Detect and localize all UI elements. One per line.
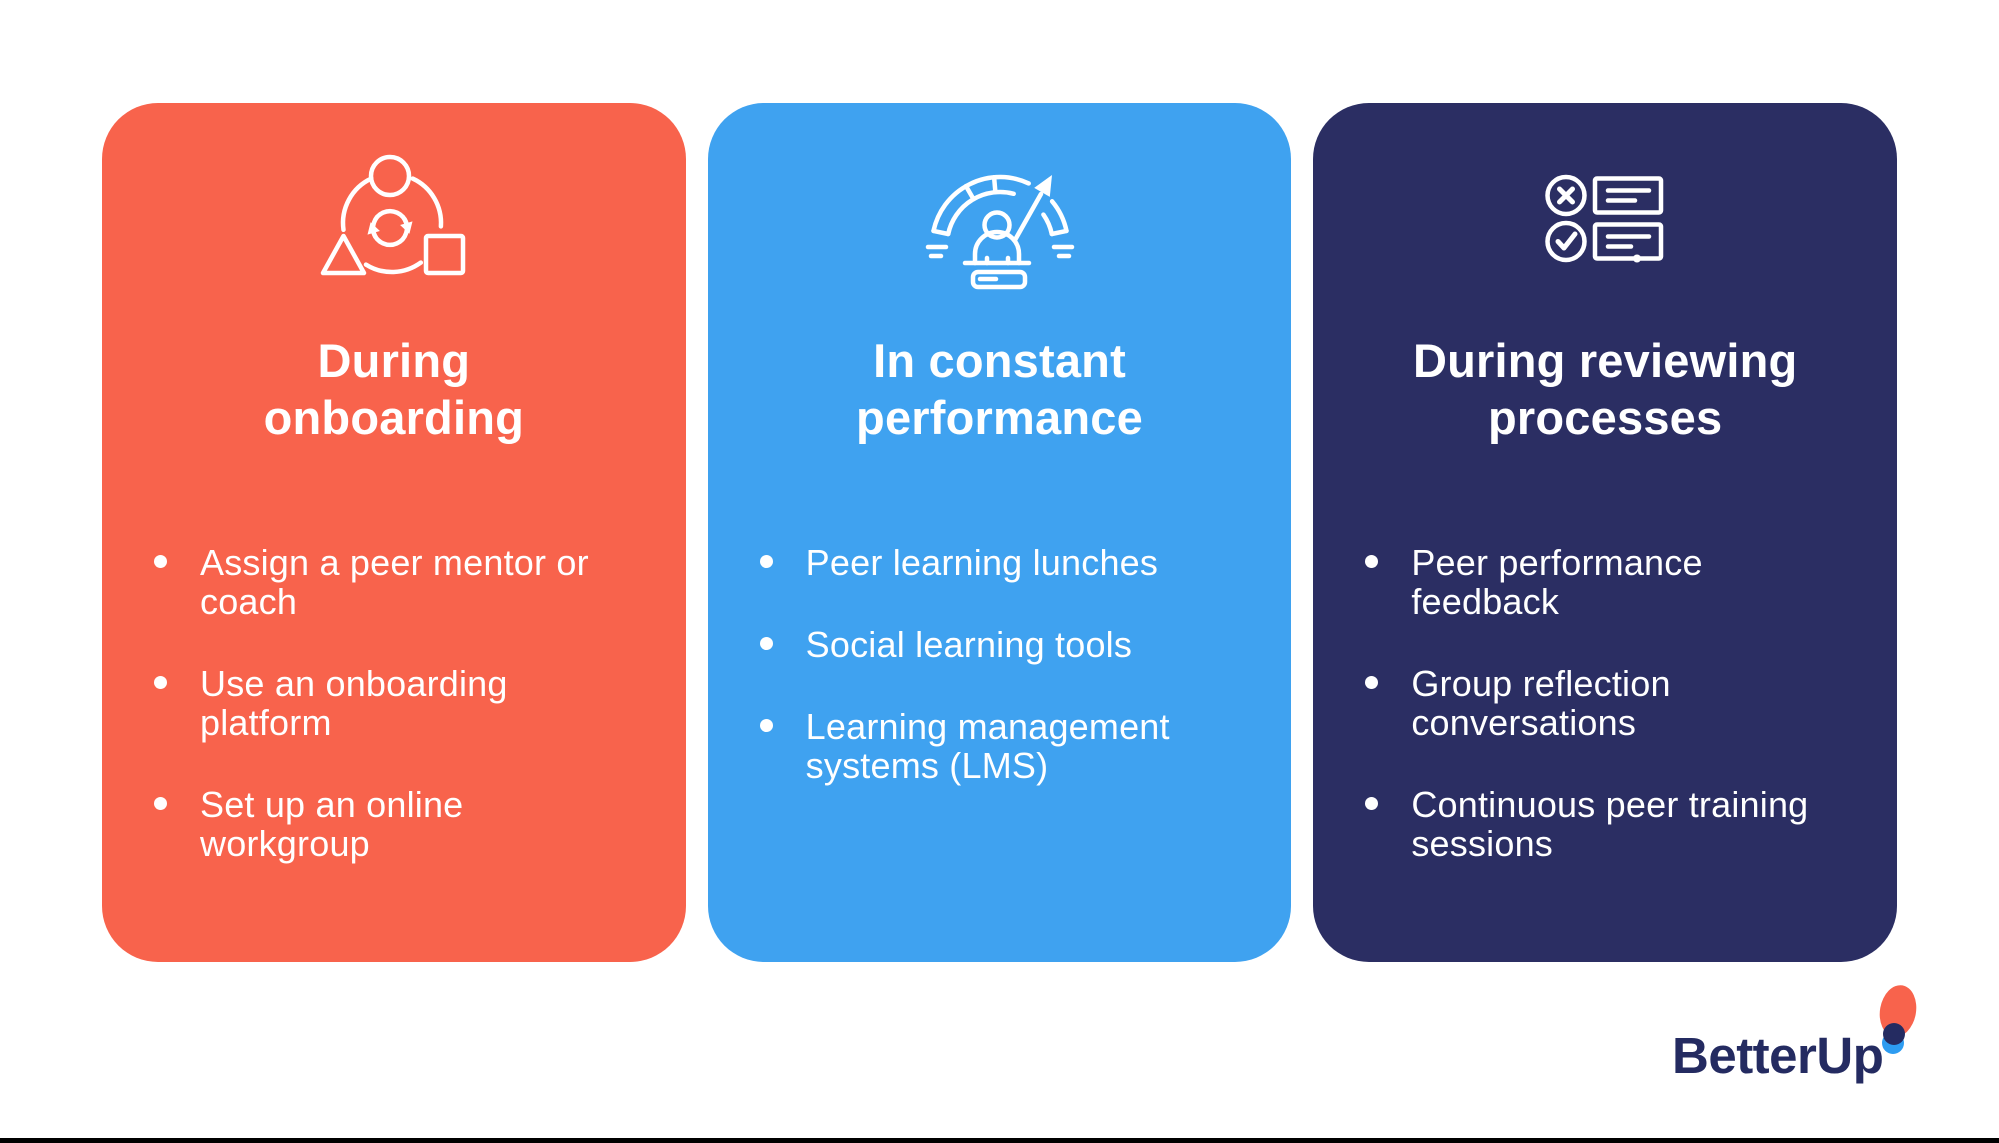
card-icon-wrap <box>320 150 467 290</box>
performance-gauge-icon <box>925 174 1074 290</box>
card-title-line: performance <box>856 391 1143 444</box>
list-item: Learning management systems (LMS) <box>759 707 1236 785</box>
card-title-line: In constant <box>873 334 1126 387</box>
list-item: Peer performance feedback <box>1365 543 1841 621</box>
list-item: Social learning tools <box>759 625 1236 664</box>
list-item: Group reflection conversations <box>1365 664 1841 742</box>
card-icon-wrap <box>1545 150 1665 290</box>
card-title: During onboarding <box>264 332 524 446</box>
card-title-line: processes <box>1488 391 1723 444</box>
card-title-line: onboarding <box>263 391 525 444</box>
card-constant-performance: In constant performance Peer learning lu… <box>707 103 1292 962</box>
betterup-logo-text: BetterUp <box>1672 1027 1884 1084</box>
card-during-onboarding: During onboarding Assign a peer mentor o… <box>102 103 686 962</box>
cycle-shapes-icon <box>321 154 466 275</box>
betterup-flame-icon <box>1879 985 1917 1054</box>
card-title: During reviewing processes <box>1413 332 1797 446</box>
bullet-list: Peer learning lunches Social learning to… <box>708 543 1236 828</box>
list-item: Use an onboarding platform <box>154 664 630 742</box>
list-item: Continuous peer training sessions <box>1365 785 1841 863</box>
betterup-logo: BetterUp <box>1672 983 1922 1083</box>
bullet-list: Peer performance feedback Group reflecti… <box>1313 543 1841 906</box>
list-item: Assign a peer mentor or coach <box>154 543 630 621</box>
list-item: Peer learning lunches <box>759 543 1236 582</box>
card-title-line: During reviewing <box>1412 334 1798 387</box>
bullet-list: Assign a peer mentor or coach Use an onb… <box>102 543 630 906</box>
bottom-border-line <box>0 1138 1999 1143</box>
cards-row: During onboarding Assign a peer mentor o… <box>102 103 1898 962</box>
review-checklist-icon <box>1545 174 1664 262</box>
list-item: Set up an online workgroup <box>154 785 630 863</box>
card-reviewing-processes: During reviewing processes Peer performa… <box>1313 103 1898 962</box>
card-title: In constant performance <box>856 332 1143 446</box>
card-icon-wrap <box>925 150 1075 290</box>
card-title-line: During <box>317 334 471 387</box>
